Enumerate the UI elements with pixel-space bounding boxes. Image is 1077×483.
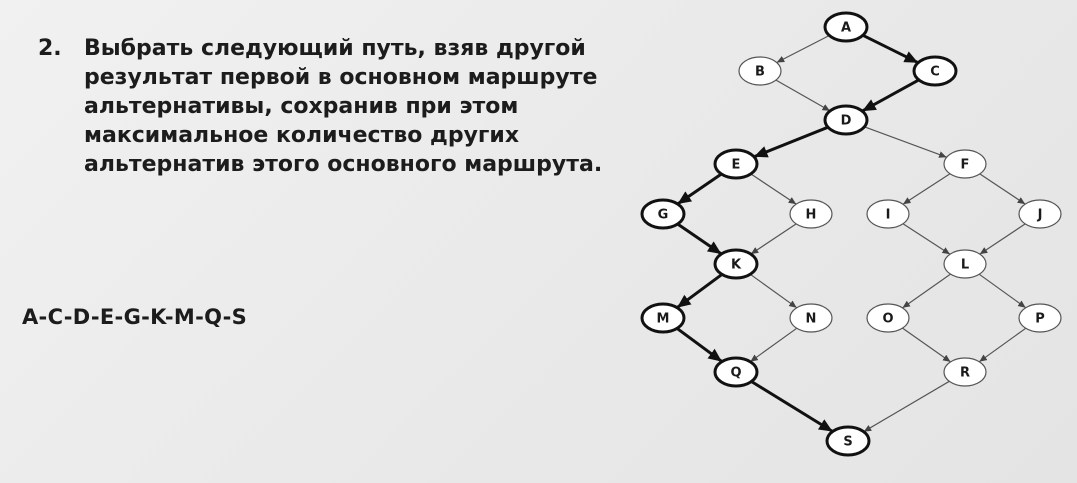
node-f-shape — [943, 149, 987, 179]
node-h-shape — [789, 199, 833, 229]
node-m-label: M — [657, 312, 670, 327]
edge-a-c — [862, 33, 919, 65]
edge-e-g — [676, 172, 723, 206]
node-l-shape — [943, 249, 987, 279]
node-q-label: Q — [730, 366, 741, 381]
node-j: J — [1018, 199, 1062, 229]
node-f: F — [943, 149, 987, 179]
node-k-label: K — [731, 258, 742, 273]
node-d-shape — [823, 104, 869, 136]
edge-k-m — [676, 273, 723, 309]
edge-h-k — [750, 223, 797, 255]
answer-path: A-C-D-E-G-K-M-Q-S — [22, 305, 248, 329]
edge-l-o — [902, 273, 951, 309]
node-e: E — [713, 148, 759, 180]
node-l-label: L — [961, 258, 969, 273]
node-g-shape — [640, 198, 686, 230]
edge-r-s — [863, 380, 950, 433]
node-a-label: A — [841, 21, 851, 36]
node-n-shape — [789, 303, 833, 333]
node-m: M — [640, 302, 686, 334]
node-g-label: G — [658, 208, 669, 223]
edge-k-n — [749, 273, 798, 309]
edge-d-f — [864, 126, 947, 158]
node-i-label: I — [886, 208, 891, 223]
node-q: Q — [713, 356, 759, 388]
edge-g-k — [676, 222, 723, 256]
node-s-shape — [825, 425, 871, 457]
node-o-label: O — [882, 312, 893, 327]
task-text: Выбрать следующий путь, взяв другой резу… — [84, 34, 614, 179]
node-d: D — [823, 104, 869, 136]
edge-b-d — [775, 79, 831, 112]
task-text-line: результат первой в основном маршруте — [84, 65, 598, 90]
node-c: C — [912, 55, 958, 87]
node-b: B — [738, 56, 782, 86]
edge-f-j — [979, 173, 1026, 205]
edge-i-l — [902, 223, 951, 255]
node-k-shape — [713, 248, 759, 280]
node-r-shape — [943, 357, 987, 387]
task-text-line: максимальное количество других — [84, 123, 520, 148]
node-r: R — [943, 357, 987, 387]
edge-d-e — [753, 125, 829, 159]
node-i-shape — [866, 199, 910, 229]
node-m-shape — [640, 302, 686, 334]
task-text-line: альтернативы, сохранив при этом — [84, 94, 519, 119]
node-o: O — [866, 303, 910, 333]
node-n: N — [789, 303, 833, 333]
node-f-label: F — [961, 158, 970, 173]
node-h: H — [789, 199, 833, 229]
node-i: I — [866, 199, 910, 229]
node-c-shape — [912, 55, 958, 87]
edge-n-q — [749, 327, 798, 363]
node-s: S — [825, 425, 871, 457]
node-q-shape — [713, 356, 759, 388]
node-l: L — [943, 249, 987, 279]
task-text-line: Выбрать следующий путь, взяв другой — [84, 36, 586, 61]
node-a-shape — [823, 11, 869, 43]
node-b-shape — [738, 56, 782, 86]
task-text-line: альтернатив этого основного маршрута. — [84, 152, 603, 177]
node-p: P — [1018, 303, 1062, 333]
node-p-shape — [1018, 303, 1062, 333]
task-statement: 2. Выбрать следующий путь, взяв другой р… — [38, 34, 618, 179]
node-d-label: D — [841, 114, 852, 129]
edge-q-s — [750, 380, 834, 433]
node-k: K — [713, 248, 759, 280]
node-o-shape — [866, 303, 910, 333]
task-number: 2. — [38, 36, 62, 61]
node-c-label: C — [930, 65, 940, 80]
node-e-shape — [713, 148, 759, 180]
node-e-label: E — [732, 158, 741, 173]
node-s-label: S — [843, 435, 852, 450]
node-h-label: H — [806, 208, 817, 223]
node-r-label: R — [960, 366, 970, 381]
node-b-label: B — [755, 65, 765, 80]
edge-m-q — [676, 327, 723, 363]
edge-j-l — [979, 223, 1026, 255]
edge-o-r — [902, 327, 951, 363]
edge-p-r — [978, 327, 1027, 363]
node-j-label: J — [1037, 208, 1043, 223]
node-n-label: N — [806, 312, 817, 327]
edge-c-d — [861, 78, 920, 113]
edge-l-p — [978, 273, 1027, 309]
node-a: A — [823, 11, 869, 43]
edge-f-i — [902, 173, 951, 205]
node-g: G — [640, 198, 686, 230]
node-p-label: P — [1035, 312, 1045, 327]
edge-e-h — [750, 173, 797, 205]
node-j-shape — [1018, 199, 1062, 229]
edge-a-b — [776, 34, 830, 64]
